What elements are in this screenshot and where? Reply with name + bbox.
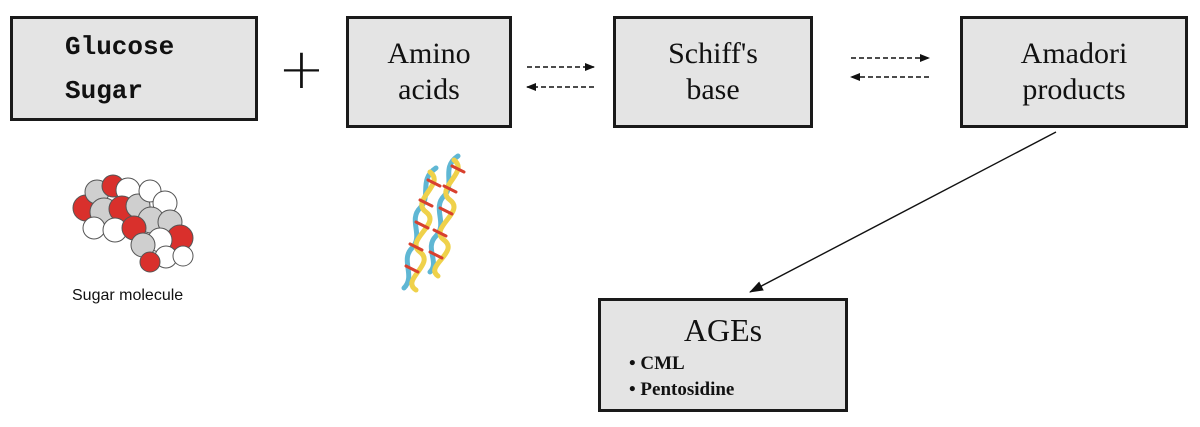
base-label: base (686, 73, 740, 106)
plus-sign: + (278, 37, 325, 102)
amadori-label: Amadori (1020, 37, 1128, 70)
glucose-sugar-box: Glucose Sugar (10, 16, 258, 121)
schiff-label: Schiff's (668, 37, 758, 70)
ages-item-cml: • CML (629, 353, 685, 374)
ages-list: • CML • Pentosidine (601, 351, 734, 403)
arrow-amadori-to-ages (749, 131, 1057, 293)
ages-box: AGEs • CML • Pentosidine (598, 298, 848, 412)
glucose-label: Glucose (65, 31, 175, 62)
sugar-molecule-caption: Sugar molecule (72, 287, 184, 304)
schiffs-base-box: Schiff's base (613, 16, 813, 128)
acids-label: acids (398, 73, 460, 106)
ages-title: AGEs (683, 312, 763, 348)
sugar-label: Sugar (65, 75, 144, 106)
amino-acids-box: Amino acids (346, 16, 512, 128)
products-label: products (1022, 73, 1126, 106)
amadori-products-box: Amadori products (960, 16, 1188, 128)
amino-label: Amino (387, 37, 471, 70)
ages-item-pentosidine: • Pentosidine (629, 379, 735, 400)
